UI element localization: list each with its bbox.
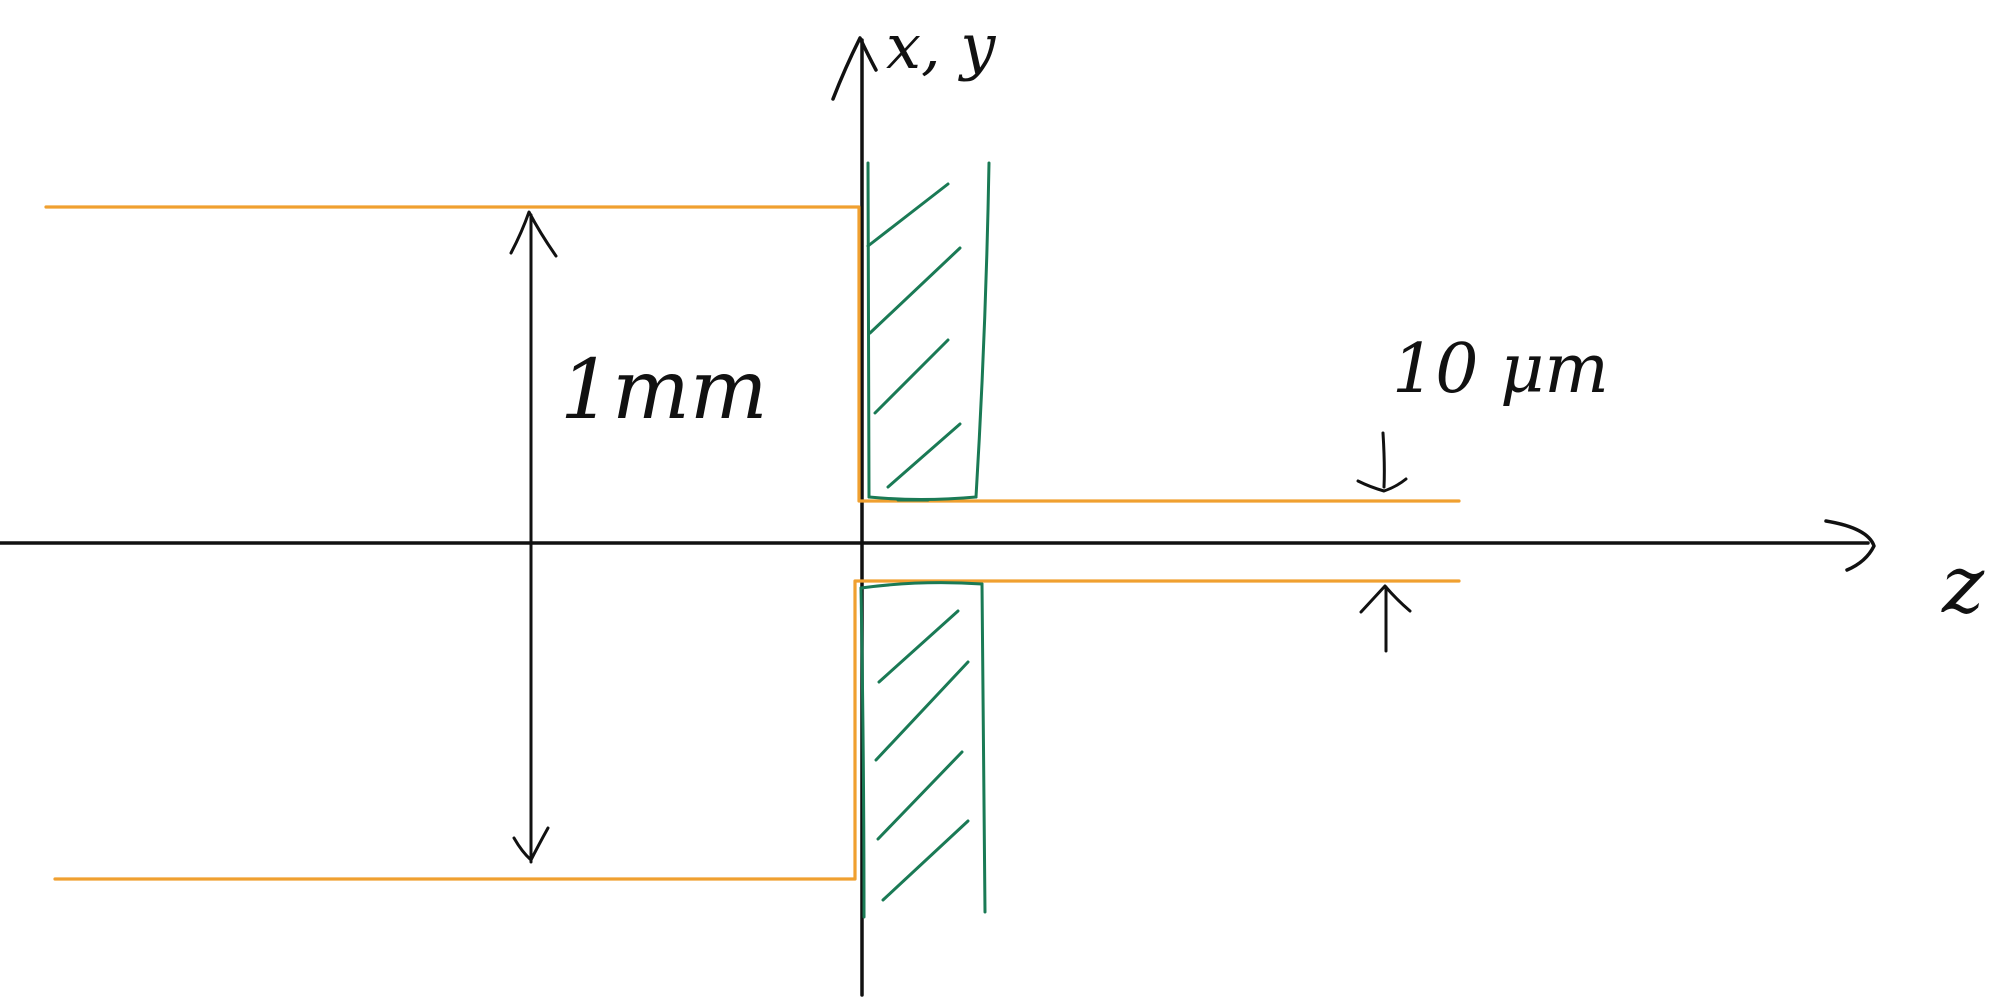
narrow-dimension: 10 μm xyxy=(1356,330,1609,653)
axes xyxy=(0,36,1876,997)
upper-boundary-line xyxy=(44,205,1461,503)
wide-dimension-bottom-arrow xyxy=(512,826,550,862)
horizontal-axis-label: z xyxy=(1941,538,1985,631)
narrow-dimension-label: 10 μm xyxy=(1392,330,1609,409)
lower-plate-right-edge xyxy=(980,582,987,914)
lower-plate-top-edge xyxy=(859,581,984,590)
narrow-dimension-lower-arrow xyxy=(1359,584,1412,653)
lower-boundary-line xyxy=(53,579,1461,881)
wide-dimension-top-arrow xyxy=(509,210,558,258)
upper-plate-hatch xyxy=(866,182,962,502)
vertical-axis-label: x, y xyxy=(886,10,996,83)
wide-dimension-label: 1mm xyxy=(560,343,768,438)
z-axis-arrowhead xyxy=(1824,519,1876,572)
vertical-axis-arrowhead xyxy=(831,36,878,101)
lower-plate-hatch xyxy=(874,609,970,902)
wide-dimension: 1mm xyxy=(509,210,768,864)
lower-plate-left-edge xyxy=(859,586,866,919)
upper-plate-left-edge xyxy=(866,161,871,499)
upper-plate xyxy=(866,161,991,502)
aperture-boundary xyxy=(44,205,1461,881)
upper-plate-right-edge xyxy=(974,161,991,499)
lower-plate xyxy=(859,581,987,919)
narrow-dimension-upper-arrow xyxy=(1356,431,1408,493)
